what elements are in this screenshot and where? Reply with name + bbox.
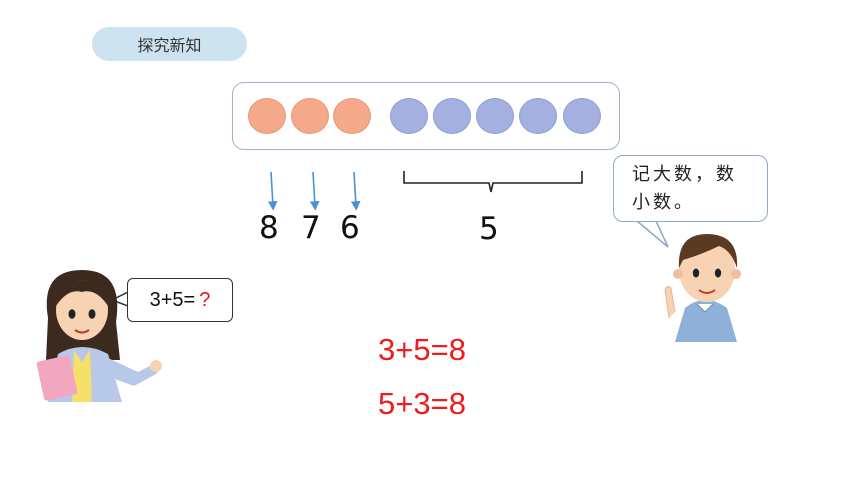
boy-speech-text: 记大数，数 小数。 — [632, 164, 737, 213]
girl-illustration — [36, 270, 162, 402]
orange-counter — [333, 98, 371, 134]
number-seven: 7 — [301, 210, 321, 246]
brace-icon — [403, 171, 583, 193]
number-eight: 8 — [259, 210, 279, 246]
number-six: 6 — [340, 210, 360, 246]
number-five: 5 — [479, 211, 499, 247]
orange-counter — [248, 98, 286, 134]
down-arrow-icon — [350, 171, 361, 211]
down-arrow-icon — [309, 171, 320, 211]
blue-counter — [563, 98, 601, 134]
down-arrow-icon — [267, 171, 278, 211]
equation-second: 5+3=8 — [378, 386, 466, 421]
section-title: 探究新知 — [137, 36, 202, 55]
boy-speech-bubble — [613, 155, 768, 222]
girl-speech-bubble: 3+5=? — [127, 278, 233, 322]
equation-first: 3+5=8 — [378, 332, 466, 367]
question-mark: ? — [199, 288, 211, 311]
blue-counter — [433, 98, 471, 134]
section-title-pill: 探究新知 — [92, 27, 247, 61]
blue-counter — [519, 98, 557, 134]
blue-counter — [476, 98, 514, 134]
blue-counter — [390, 98, 428, 134]
boy-illustration — [664, 234, 741, 342]
speech-tail — [636, 220, 669, 248]
girl-speech-expression: 3+5= — [149, 288, 196, 311]
orange-counter — [291, 98, 329, 134]
